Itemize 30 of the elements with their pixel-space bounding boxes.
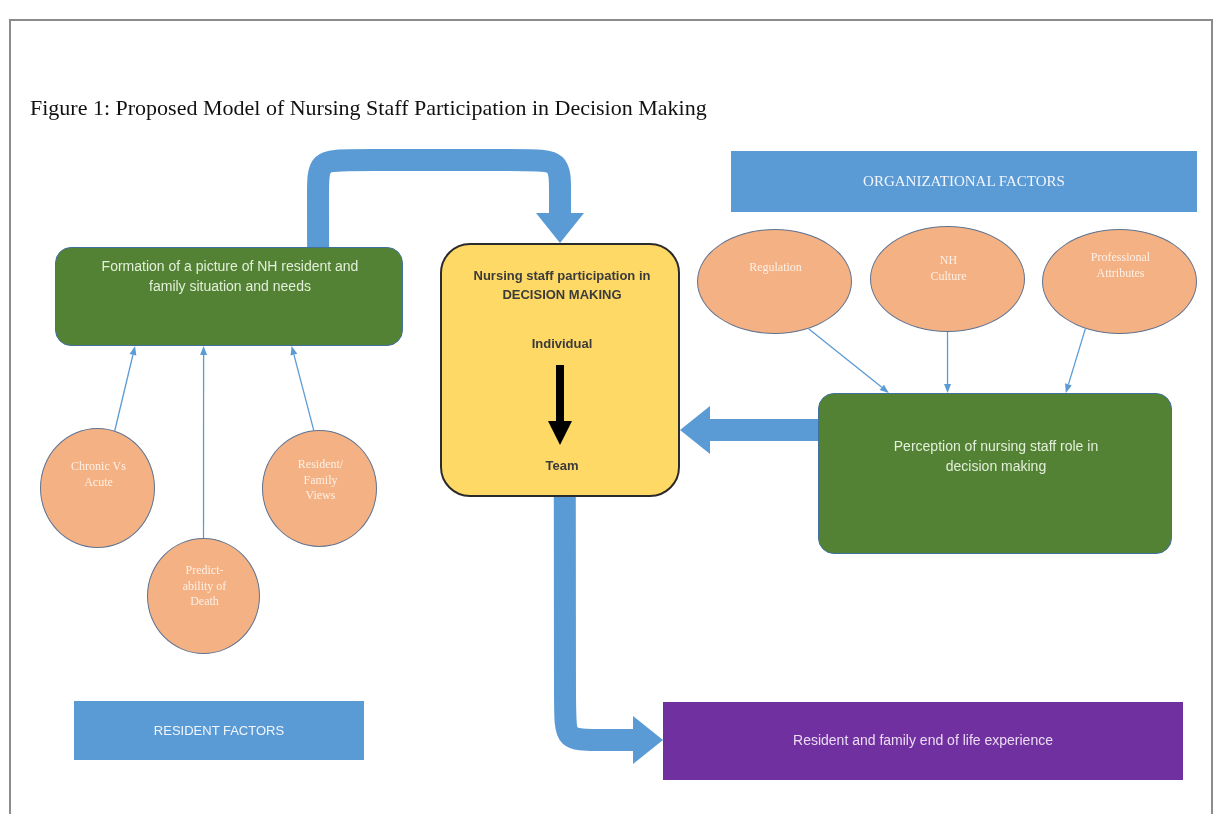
outcome-box: [663, 702, 1183, 780]
node-text: RESIDENT FACTORS: [152, 721, 286, 740]
arrow: [944, 331, 952, 393]
central-box: [440, 243, 680, 497]
node-text: Regulation: [748, 260, 803, 276]
arrow: [114, 346, 137, 432]
node-text: Resident and family end of life experience: [792, 731, 1054, 750]
node-text: Professional Attributes: [1089, 250, 1152, 282]
node-text: Chronic Vs Acute: [70, 459, 127, 491]
node-text: NH Culture: [929, 253, 968, 285]
process-box: [818, 393, 1172, 554]
category-banner: [74, 701, 364, 760]
block-arrow: [307, 149, 584, 249]
block-arrow: [553, 497, 663, 764]
arrow: [807, 328, 889, 393]
arrow: [1065, 328, 1087, 393]
category-banner: [731, 151, 1197, 212]
node-text: Individual: [530, 335, 594, 353]
node-text: Resident/ Family Views: [296, 457, 345, 504]
node-text: Team: [544, 457, 580, 475]
node-text: Perception of nursing staff role in decision making: [892, 437, 1100, 477]
node-text: Predict-ability of Death: [181, 563, 228, 610]
process-box: [55, 247, 403, 346]
node-text: Formation of a picture of NH resident and family situation and needs: [100, 257, 360, 297]
block-arrow: [680, 405, 818, 454]
arrow: [200, 346, 208, 539]
arrow: [290, 346, 315, 431]
node-text: ORGANIZATIONAL FACTORS: [862, 171, 1066, 191]
figure-title: Figure 1: Proposed Model of Nursing Staff Participation in Decision Making: [30, 95, 707, 121]
node-text: Nursing staff participation in DECISION MAKING: [472, 267, 652, 304]
